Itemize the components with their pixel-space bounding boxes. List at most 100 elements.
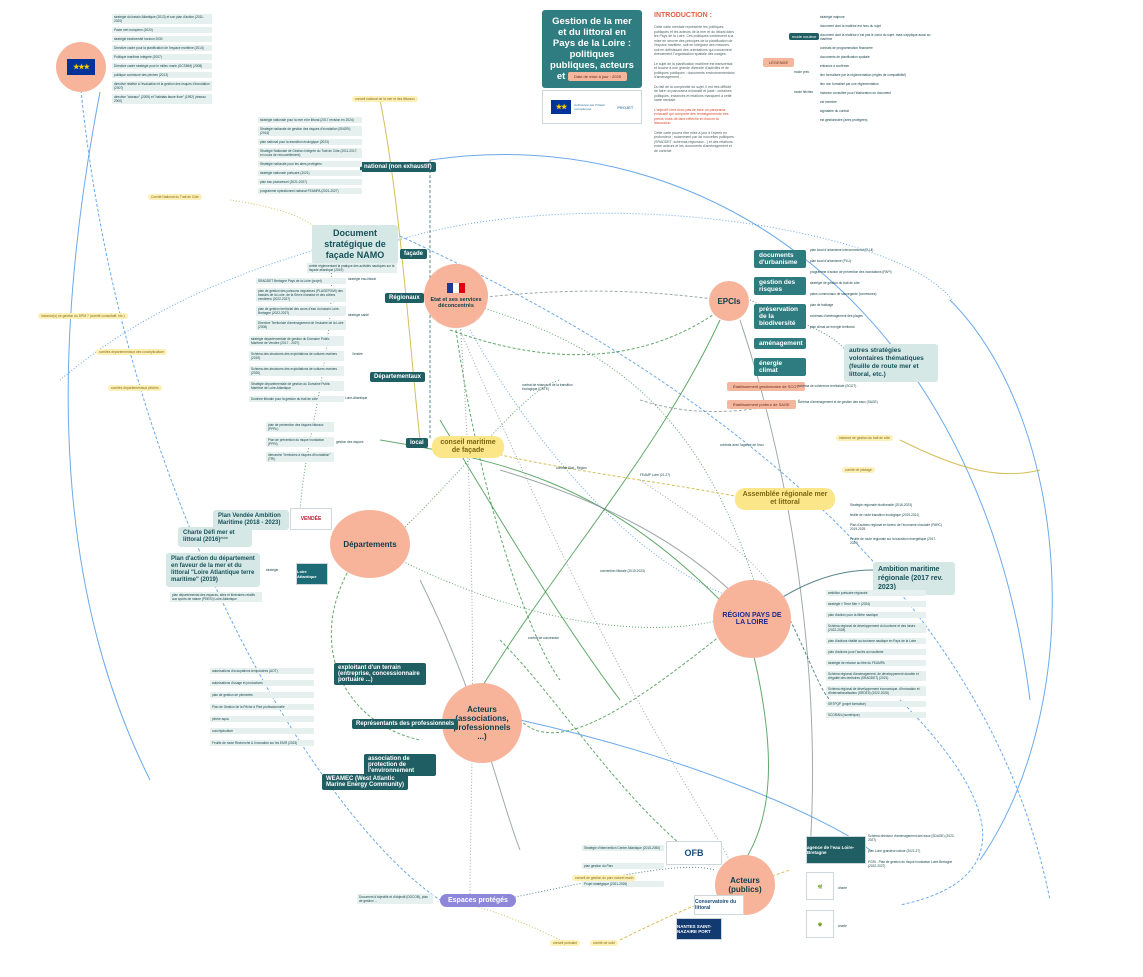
dept-strategie: stratégie (266, 568, 279, 572)
conseil-maritime-facade[interactable]: conseil maritime de façade (432, 436, 504, 458)
connection-line (739, 319, 813, 851)
partners-label: Cofinancé par l'Union européenne (574, 103, 606, 111)
region-label: RÉGION PAYS DE LA LOIRE (722, 612, 782, 626)
eu-flag-icon: ★★★ (67, 59, 95, 75)
update-date: Date de mise à jour : 2025 (568, 72, 627, 81)
assoc-item-4: pêche aqua (210, 716, 314, 722)
yellow-note-6: instance de gestion du trait de côte (836, 435, 894, 441)
eu-item-3: Directive cadre pour la planification de… (112, 45, 212, 51)
dept-sub-loire: Loire-Atlantique (345, 396, 368, 400)
region-item-lower-8: Schéma régional de développement économi… (826, 686, 926, 696)
sage-doc: schéma d'aménagement et de gestion des e… (798, 400, 878, 404)
epci-group-2: préservation de la biodiversité (754, 304, 806, 329)
state-label: Etat et ses services déconcentrés (430, 297, 482, 309)
assoc-items: autorisations d'occupations temporaires … (210, 668, 314, 752)
national-item-5: stratégie nationale portuaire (2021) (258, 170, 362, 176)
sage-establishment: Établissement porteur de SAGE (727, 400, 796, 409)
region-node: RÉGION PAYS DE LA LOIRE (713, 580, 791, 658)
plan-vendee[interactable]: Plan Vendée Ambition Maritime (2018 - 20… (213, 510, 289, 530)
vendee-logo: VENDÉE (290, 508, 332, 530)
assemblee-regionale[interactable]: Assemblée régionale mer et littoral (735, 488, 835, 510)
introduction: INTRODUCTION : Cette carte mentale repré… (654, 12, 736, 153)
eu-item-0: stratégie du bassin Atlantique (2013) et… (112, 14, 212, 24)
connection-line (499, 469, 741, 601)
connection-line (379, 439, 721, 601)
publics-items-left: Stratégie d'intervention Centre Atlantiq… (582, 845, 664, 899)
dept-item-0: stratégie départementale de gestion du D… (249, 336, 344, 346)
intro-paragraph-4: L'objectif n'est donc pas de faire un pa… (654, 107, 729, 126)
connection-line (455, 299, 761, 601)
local-sub: gestion des risques (336, 440, 364, 444)
connection-line (429, 154, 1031, 701)
epci-group-3: aménagement (754, 338, 806, 349)
scot-establishment: Établissement gestionnaire de SCOT (727, 382, 805, 391)
region-item-lower-3: Schéma régional de développement du tour… (826, 623, 926, 633)
espaces-proteges[interactable]: Espaces protégés (440, 894, 516, 907)
port-logo: NANTES SAINT-NAZAIRE PORT (676, 918, 722, 940)
state-node: Etat et ses services déconcentrés (424, 264, 488, 328)
legend-detail-5: entrance à confirmer (820, 64, 850, 68)
region-item-lower-7: Schéma régional d'aménagement, de dévelo… (826, 671, 926, 681)
partners-logo: ★★ Cofinancé par l'Union européenne PROJ… (542, 90, 642, 124)
legend-detail-11: est gestionnaire (aires protégées) (820, 118, 868, 122)
dept-item-2: Schéma des structures des exploitations … (249, 366, 344, 376)
assoc-item-0: autorisations d'occupations temporaires … (210, 668, 314, 674)
national-items: stratégie nationale pour la mer et le li… (258, 117, 362, 197)
yellow-note-3: comités départementaux pêches (108, 385, 162, 391)
region-item-lower-10: SCORAN (numérique) (826, 712, 926, 718)
charte-2: charte (838, 924, 847, 928)
connection-line (469, 904, 561, 941)
assoc-item-3: Plan de Gestion de la Pêche à Pied profe… (210, 704, 314, 710)
parc-logo-2: 🌳 (806, 910, 834, 938)
acteurs-assoc-label: Acteurs (associations, professionnels ..… (453, 705, 511, 741)
legend-label: LÉGENDE (763, 58, 795, 67)
epci-item-5: plan de balisage (810, 303, 834, 307)
assoc-item-5: conchyliculture (210, 728, 314, 734)
acteurs-publics-label: Acteurs (publics) (728, 876, 762, 894)
feamp-loire: FEAMP Loire (21-27) (640, 473, 671, 477)
facade-item: arrêté réglementant la pratique des acti… (307, 263, 397, 273)
connection-line (459, 319, 473, 895)
ambition-maritime[interactable]: Ambition maritime régionale (2017 rev. 2… (873, 562, 955, 595)
regional-sub-1: stratégie eau-littoral (348, 277, 376, 281)
national-item-2: plan national pour la transition écologi… (258, 139, 362, 145)
epci-item-1: plan local d'urbanisme (PLU) (810, 259, 851, 263)
french-flag-icon (447, 283, 465, 293)
eu-item-5: Directive cadre stratégie pour le milieu… (112, 63, 212, 69)
charte-defi[interactable]: Charte Défi mer et littoral (2016) (178, 527, 252, 547)
region-item-lower-5: plan d'actions pour l'accès au nautisme (826, 649, 926, 655)
epci-item-0: plan local d'urbanisme intercommunal (PL… (810, 248, 874, 252)
contrats-etat-region: contrats Etat - Région (556, 466, 587, 470)
dsf-namo[interactable]: Document stratégique de façade NAMO (312, 225, 398, 264)
connection-line (59, 239, 351, 381)
eu-item-7: directive relative à l'évaluation et la … (112, 81, 212, 91)
eu-flag-icon: ★★ (550, 100, 572, 114)
legend-detail-3: contrats de programmation financière (820, 46, 873, 50)
legend-detail-0: stratégie majeure (820, 15, 845, 19)
connection-line (459, 290, 731, 301)
dept-vision: vision (220, 536, 229, 540)
connection-line (789, 619, 831, 701)
eu-item-2: stratégie biodiversité horizon 2030 (112, 36, 212, 42)
regional-item-1: plan de gestion des poissons migrateurs … (256, 288, 346, 302)
region-items: Stratégie régionale biodiversité (2018-2… (850, 503, 942, 551)
assoc-item-2: plan de gestion de pêcheries (210, 692, 314, 698)
legend-detail-7: lien non formalisé par une réglementatio… (820, 82, 879, 86)
regional-item-3: Directive Territoriale d'aménagement de … (256, 320, 346, 330)
weamec: WEAMEC (West Atlantic Marine Energy Comm… (322, 774, 408, 790)
connection-line (469, 329, 741, 601)
association-protection: association de protection de l'environne… (364, 754, 436, 776)
local-items: plan de prévention des risques littoraux… (266, 422, 334, 467)
plan-loire-atlantique[interactable]: Plan d'action du département en faveur d… (166, 553, 260, 587)
connection-line (949, 299, 1053, 861)
connection-line (519, 619, 741, 734)
epci-voluntary-strategies[interactable]: autres stratégies volontaires thématique… (844, 344, 938, 382)
contrat-concession: contrat de concession (528, 636, 560, 640)
intro-paragraph-3: Du fait de la complexité du sujet, il es… (654, 84, 732, 103)
epci-item-7: plan climat air énergie territorial (810, 325, 855, 329)
contrats-agence-eau: contrats avec l'agence de l'eau (720, 443, 764, 447)
connection-line (449, 309, 721, 356)
region-item-1: feuille de route transition écologique (… (850, 513, 920, 517)
region-item-lower-9: SRTPQP (projet formalisé) (826, 701, 926, 707)
